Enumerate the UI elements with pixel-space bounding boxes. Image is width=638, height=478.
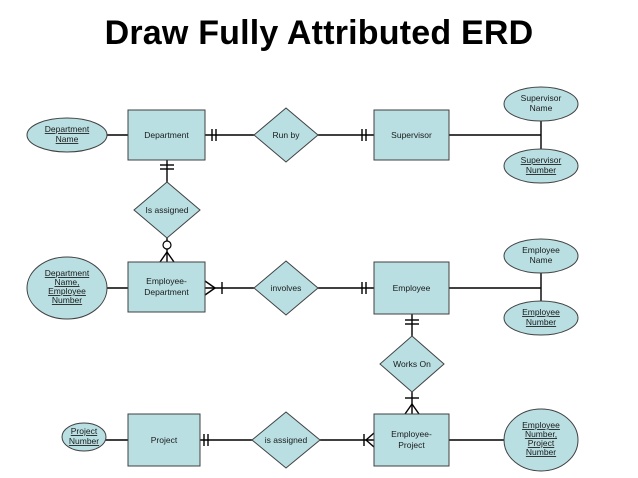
svg-text:Project: Project bbox=[528, 438, 555, 448]
svg-text:Department: Department bbox=[144, 287, 189, 297]
attribute-department-name-employee-number[interactable]: Department Name, Employee Number bbox=[26, 256, 108, 320]
svg-text:Name: Name bbox=[56, 134, 79, 144]
svg-text:Number: Number bbox=[69, 436, 99, 446]
svg-text:Employee: Employee bbox=[522, 245, 560, 255]
cardinality-one-one-project-isassigned bbox=[203, 434, 209, 446]
svg-text:Name,: Name, bbox=[54, 277, 79, 287]
entity-employee-project[interactable]: Employee- Project bbox=[373, 413, 450, 467]
svg-text:Name: Name bbox=[530, 255, 553, 265]
svg-text:is assigned: is assigned bbox=[265, 435, 308, 445]
svg-text:Employee: Employee bbox=[522, 307, 560, 317]
cardinality-one-one-department-isassigned bbox=[160, 164, 174, 170]
svg-text:Supervisor: Supervisor bbox=[521, 93, 562, 103]
attribute-project-number[interactable]: Project Number bbox=[61, 422, 107, 452]
svg-text:Number: Number bbox=[526, 165, 556, 175]
entity-department[interactable]: Department bbox=[127, 109, 206, 161]
svg-text:Run by: Run by bbox=[273, 130, 301, 140]
svg-text:Is assigned: Is assigned bbox=[146, 205, 189, 215]
svg-text:Number: Number bbox=[526, 317, 556, 327]
slide-title: Draw Fully Attributed ERD bbox=[104, 14, 534, 52]
svg-text:Works On: Works On bbox=[393, 359, 431, 369]
relationship-works-on[interactable]: Works On bbox=[379, 335, 445, 393]
svg-text:Project: Project bbox=[398, 440, 425, 450]
cardinality-zero-many-empdept-isassigned bbox=[159, 240, 175, 263]
svg-text:Project: Project bbox=[151, 435, 178, 445]
attribute-employee-number[interactable]: Employee Number bbox=[503, 300, 579, 336]
cardinality-one-one-employee-workson bbox=[405, 319, 419, 325]
svg-text:Employee: Employee bbox=[393, 283, 431, 293]
svg-text:involves: involves bbox=[271, 283, 302, 293]
relationship-is-assigned-bottom[interactable]: is assigned bbox=[251, 411, 321, 469]
attribute-supervisor-name[interactable]: Supervisor Name bbox=[503, 86, 579, 122]
cardinality-one-many-empdept-involves bbox=[204, 280, 223, 296]
svg-text:Department: Department bbox=[45, 268, 90, 278]
relationship-involves[interactable]: involves bbox=[253, 260, 319, 316]
entity-project[interactable]: Project bbox=[127, 413, 201, 467]
svg-text:Employee-: Employee- bbox=[391, 429, 432, 439]
svg-text:Employee: Employee bbox=[522, 420, 560, 430]
relationship-is-assigned-top[interactable]: Is assigned bbox=[133, 181, 201, 239]
svg-text:Supervisor: Supervisor bbox=[391, 130, 432, 140]
svg-text:Name: Name bbox=[530, 103, 553, 113]
svg-text:Department: Department bbox=[144, 130, 189, 140]
attribute-employee-name[interactable]: Employee Name bbox=[503, 238, 579, 274]
attribute-department-name[interactable]: Department Name bbox=[26, 117, 108, 153]
cardinality-one-many-empproject-isassigned bbox=[363, 432, 375, 448]
cardinality-one-many-empproject-workson bbox=[404, 397, 420, 415]
svg-text:Number,: Number, bbox=[525, 429, 557, 439]
cardinality-one-one-department-runby bbox=[211, 129, 217, 141]
svg-text:Number: Number bbox=[52, 295, 82, 305]
svg-text:Department: Department bbox=[45, 124, 90, 134]
attribute-supervisor-number[interactable]: Supervisor Number bbox=[503, 148, 579, 184]
attribute-employee-number-project-number[interactable]: Employee Number, Project Number bbox=[503, 408, 579, 472]
entity-employee[interactable]: Employee bbox=[373, 261, 450, 315]
svg-text:Employee-: Employee- bbox=[146, 276, 187, 286]
svg-text:Project: Project bbox=[71, 426, 98, 436]
entity-supervisor[interactable]: Supervisor bbox=[373, 109, 450, 161]
cardinality-one-one-supervisor-runby bbox=[361, 129, 367, 141]
svg-text:Number: Number bbox=[526, 447, 556, 457]
svg-text:Employee: Employee bbox=[48, 286, 86, 296]
svg-text:Supervisor: Supervisor bbox=[521, 155, 562, 165]
relationship-run-by[interactable]: Run by bbox=[253, 107, 319, 163]
entity-employee-department[interactable]: Employee- Department bbox=[127, 261, 206, 313]
cardinality-one-one-employee-involves bbox=[361, 282, 367, 294]
